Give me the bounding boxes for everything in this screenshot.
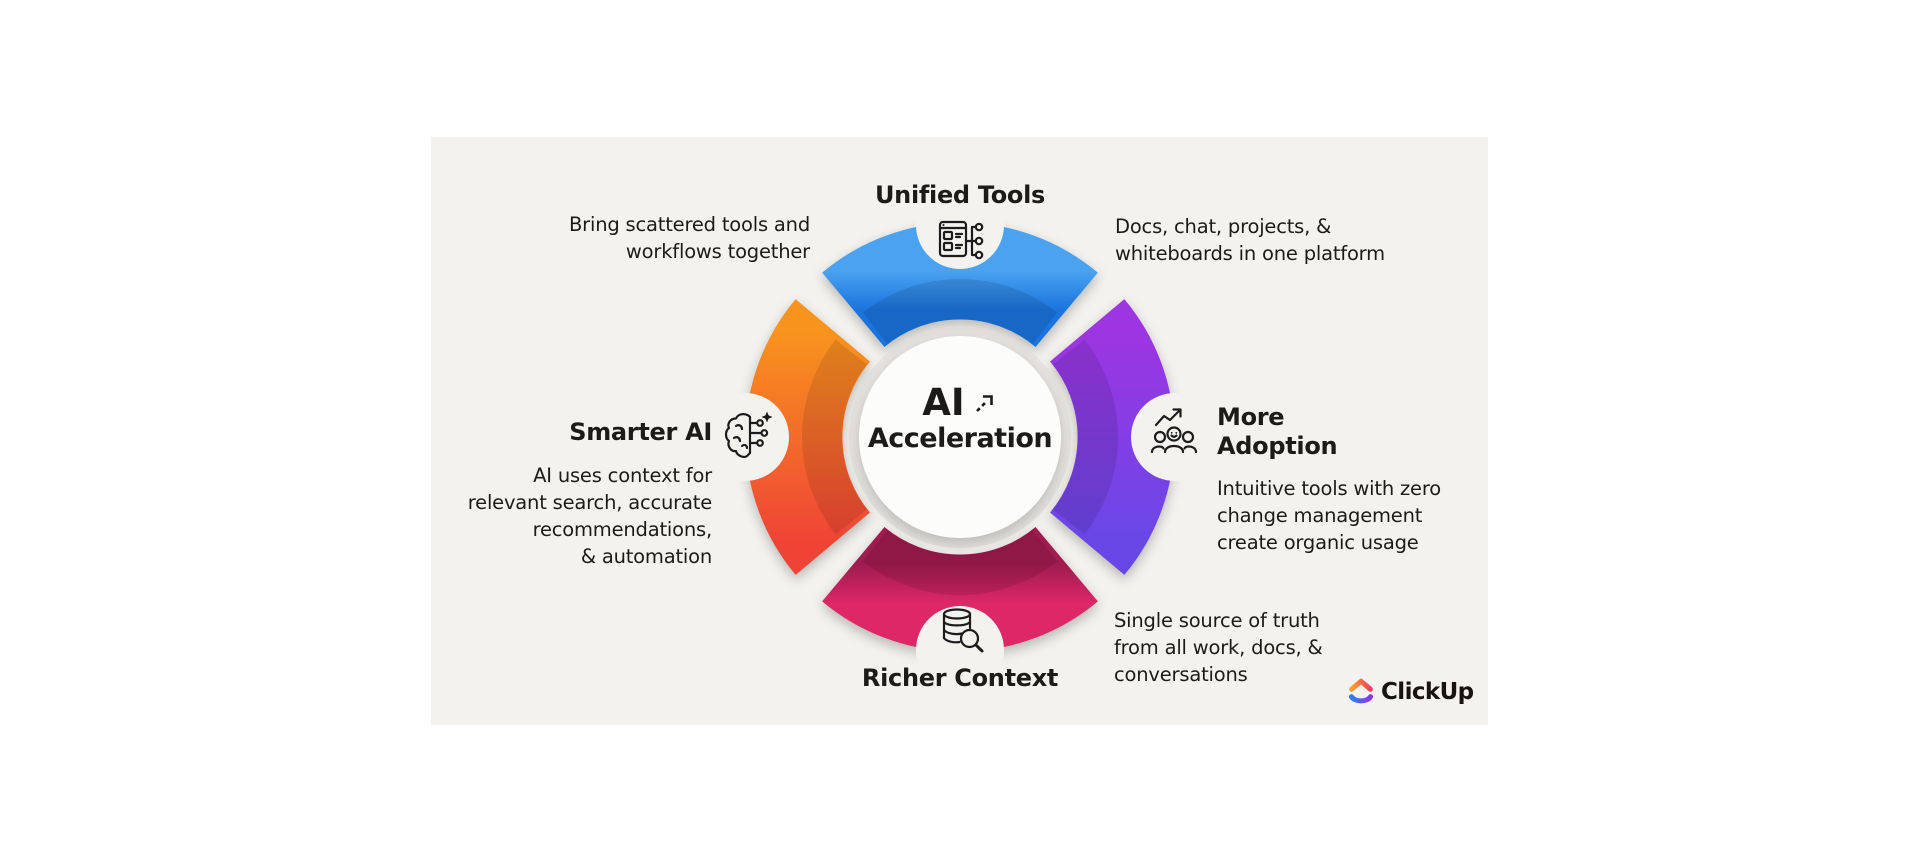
unified-tools-right-note: Docs, chat, projects, & whiteboards in o… (1115, 215, 1385, 265)
notch-bottom (916, 606, 1004, 694)
unified-tools-left-note: Bring scattered tools and workflows toge… (569, 213, 810, 263)
smarter-ai-title: Smarter AI (569, 418, 712, 446)
center-circle (859, 336, 1061, 538)
richer-context-desc: Single source of truth from all work, do… (1114, 609, 1323, 686)
clickup-logo-mark-icon (1348, 678, 1374, 704)
smarter-ai-desc: AI uses context for relevant search, acc… (467, 464, 712, 568)
segment-inner-shading (802, 279, 1118, 595)
notch-top (916, 181, 1004, 269)
segment-unified-tools (822, 222, 1098, 348)
database-search-icon (942, 608, 984, 653)
more-adoption-title: More Adoption (1217, 403, 1338, 460)
center-title-ai: AI (922, 381, 965, 424)
segment-richer-context (822, 526, 1098, 652)
more-adoption-desc: Intuitive tools with zero change managem… (1217, 477, 1441, 554)
center-title-acceleration: Acceleration (867, 423, 1053, 454)
segment-smarter-ai (745, 299, 871, 575)
growth-people-icon (1150, 408, 1198, 454)
window-flowchart-icon (938, 220, 984, 260)
clickup-logo: ClickUp (1347, 676, 1474, 708)
segment-more-adoption (1049, 299, 1175, 575)
diagonal-up-arrow-icon (975, 395, 993, 412)
clickup-logo-text: ClickUp (1381, 679, 1474, 705)
richer-context-title: Richer Context (861, 664, 1059, 692)
center-label: AI Acceleration (830, 383, 1090, 455)
unified-tools-title: Unified Tools (874, 181, 1046, 209)
brain-circuit-icon (724, 411, 773, 458)
cycle-ring (701, 181, 1219, 694)
